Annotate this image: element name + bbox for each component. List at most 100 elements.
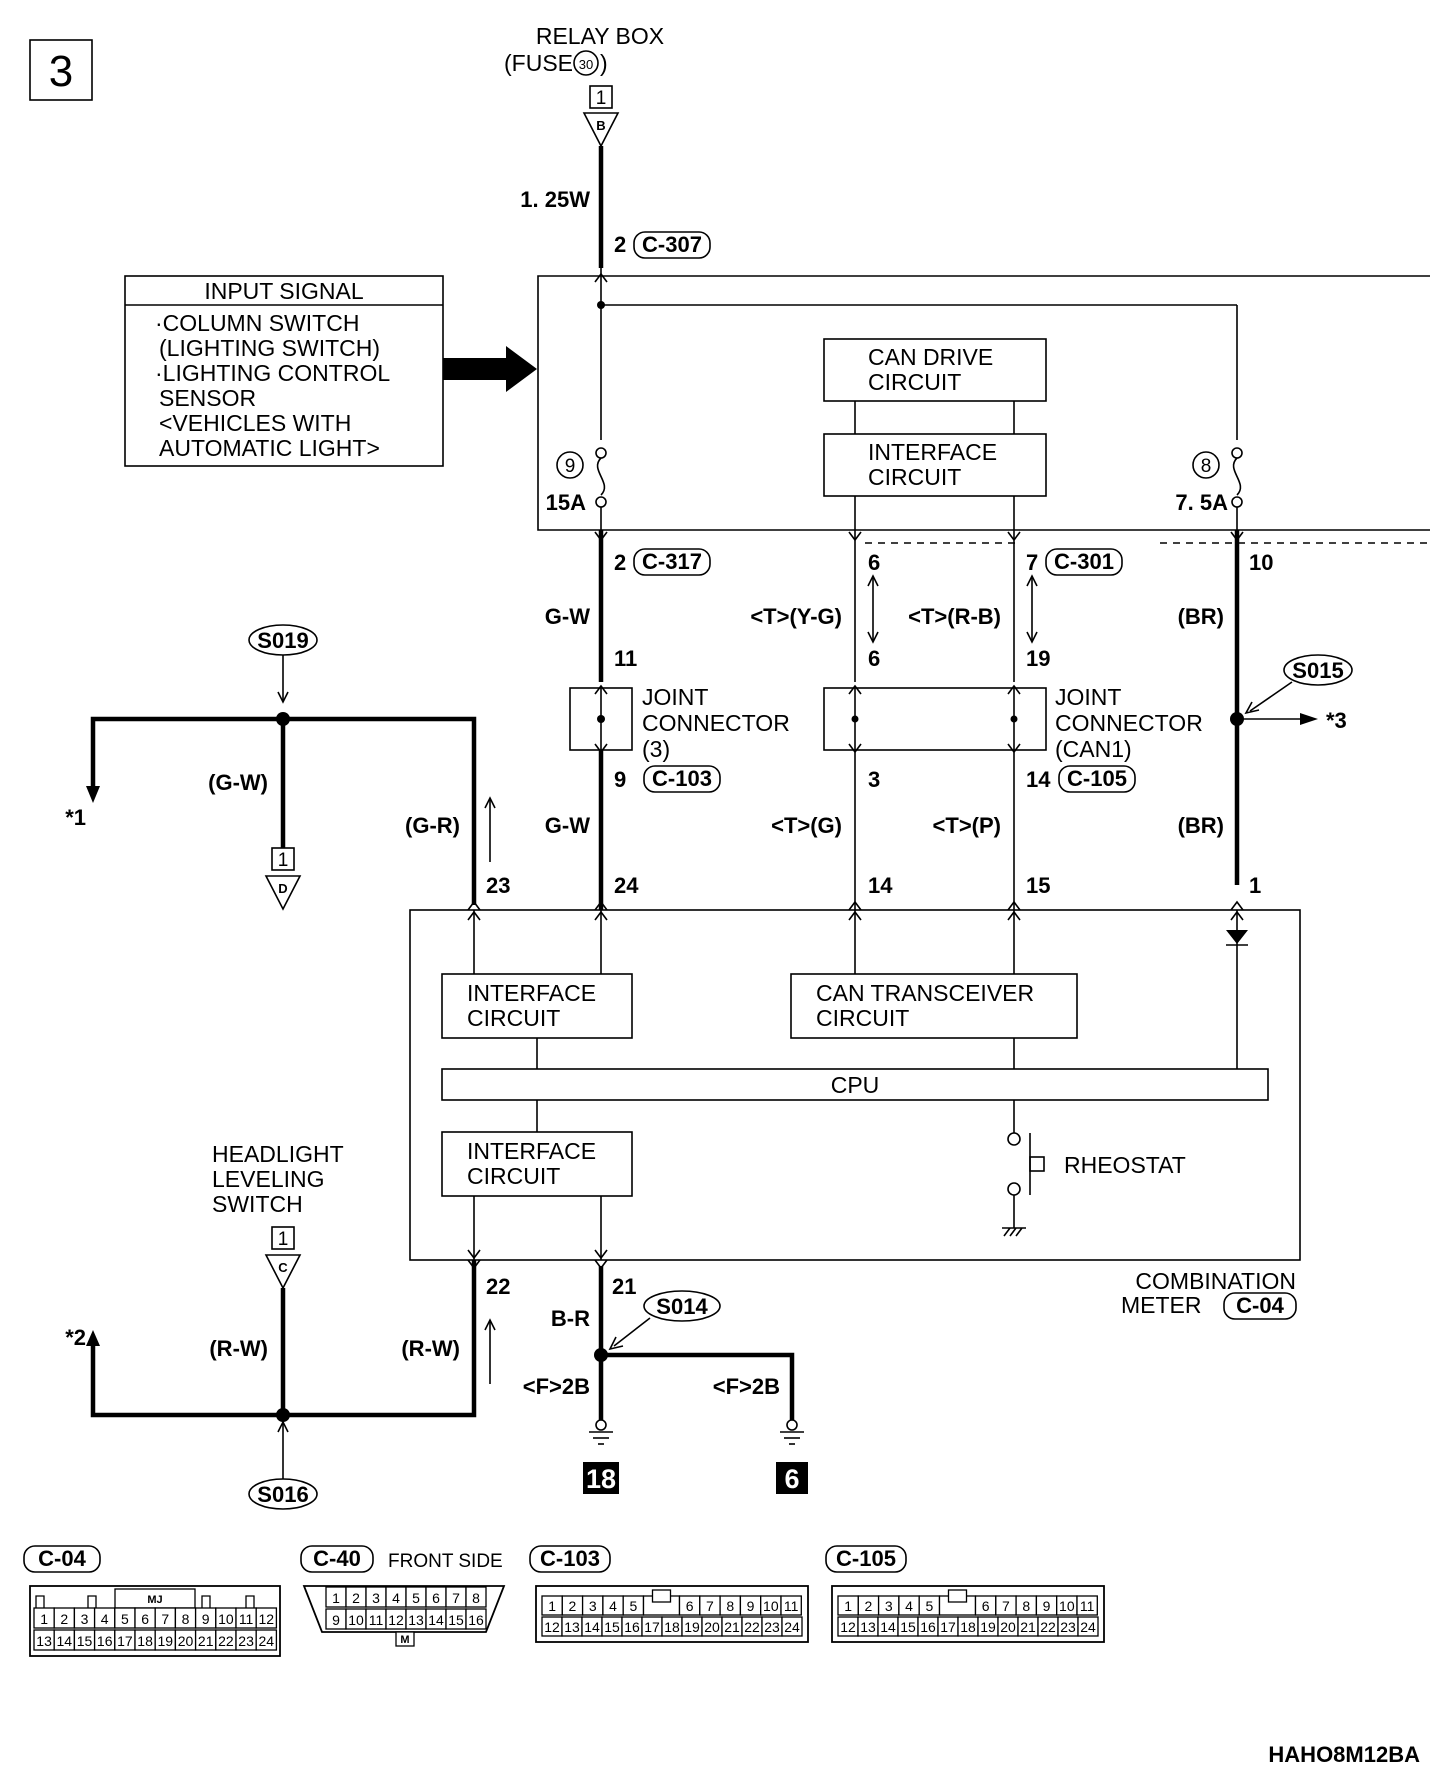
connector-pin: 2 [60,1611,68,1627]
wire-color-g-w-lower: G-W [545,813,590,838]
can1-pin-bottom: 14 [1026,767,1051,792]
can1-pin-bottom: 3 [868,767,880,792]
connector-pin: 23 [238,1633,254,1649]
connector-pin: 10 [1059,1598,1075,1614]
wire-color-br-lower: (BR) [1178,813,1224,838]
rheostat-label: RHEOSTAT [1064,1152,1186,1178]
connector-pin: 5 [629,1598,637,1614]
svg-text:INTERFACE: INTERFACE [868,439,997,465]
connector-pin: 12 [259,1611,275,1627]
connector-pin: 2 [569,1598,577,1614]
connector-pin: 14 [57,1633,73,1649]
page-number: 3 [49,47,73,96]
connector-pin: 14 [880,1619,896,1635]
svg-text:S014: S014 [656,1294,708,1319]
svg-text:6: 6 [784,1464,799,1494]
connector-pin: 24 [1080,1619,1096,1635]
ground-point-18: 18 [583,1462,619,1494]
meter-pin-1: 1 [1249,873,1261,898]
meter-pin-23: 23 [486,873,510,898]
svg-text:C: C [278,1260,288,1275]
svg-text:CIRCUIT: CIRCUIT [467,1005,560,1031]
svg-text:1: 1 [278,1229,289,1250]
connector-pin: 20 [1000,1619,1016,1635]
connector-pin: 22 [1040,1619,1056,1635]
input-signal-line: <VEHICLES WITH [159,410,351,436]
connector-pin: 11 [784,1598,799,1614]
connector-pin: 6 [432,1590,440,1606]
connector-pin: 22 [744,1619,760,1635]
connector-pin: 18 [960,1619,976,1635]
connector-pin: 9 [202,1611,210,1627]
connector-pin: 17 [644,1619,660,1635]
svg-text:C-04: C-04 [1236,1293,1284,1318]
input-signal-line: ·LIGHTING CONTROL [155,360,390,386]
connector-pin: 6 [141,1611,149,1627]
svg-text:S015: S015 [1292,658,1343,683]
terminal-d: 1 D [264,847,302,911]
c307-pin: 2 [614,232,626,257]
combination-meter-label: COMBINATION [1135,1268,1296,1294]
connector-pin: 16 [468,1612,484,1628]
fuse-8-number: 8 [1201,456,1212,477]
connector-pin: 16 [624,1619,640,1635]
wire-color-br: (BR) [1178,604,1224,629]
connector-pin: 1 [548,1598,556,1614]
connector-pin: 8 [726,1598,734,1614]
c301-pin-10: 10 [1249,550,1273,575]
joint-connector-can1 [823,687,1047,751]
connector-pin: 1 [844,1598,852,1614]
relay-box-terminal: RELAY BOX (FUSE 30 ) 1 B [504,23,664,148]
svg-text:D: D [278,881,287,896]
meter-interface-circuit-1: INTERFACE CIRCUIT [441,973,633,1039]
c103-connector-label: C-103 [643,765,721,793]
connector-pin: 9 [1043,1598,1051,1614]
svg-text:CAN DRIVE: CAN DRIVE [868,344,993,370]
connector-pin: 21 [198,1633,214,1649]
upper-unit-box [537,275,1430,531]
connector-c105-label: C-105 [825,1545,907,1573]
can1-label: (CAN1) [1055,736,1132,762]
meter-pin-15: 15 [1026,873,1050,898]
c04-connector-label: C-04 [1223,1292,1297,1320]
svg-text:CAN TRANSCEIVER: CAN TRANSCEIVER [816,980,1034,1006]
connector-pin: 24 [259,1633,275,1649]
connector-pin: 8 [472,1590,480,1606]
wire-color-r-w-right: (R-W) [401,1336,460,1361]
connector-pin: 1 [332,1590,340,1606]
connector-pin: 15 [900,1619,916,1635]
connector-pin: 7 [706,1598,714,1614]
input-signal-box: INPUT SIGNAL ·COLUMN SWITCH (LIGHTING SW… [124,275,444,467]
connector-pin: 22 [218,1633,234,1649]
input-signal-line: SENSOR [159,385,256,411]
connector-pin: 14 [584,1619,600,1635]
reference-1: *1 [65,805,86,830]
svg-text:CIRCUIT: CIRCUIT [816,1005,909,1031]
connector-pin: 21 [1020,1619,1036,1635]
connector-pin: 14 [428,1612,444,1628]
connector-pin: 3 [81,1611,89,1627]
svg-text:CPU: CPU [831,1072,880,1098]
wire-color-p: <T>(P) [933,813,1001,838]
input-signal-line: (LIGHTING SWITCH) [159,335,380,361]
relay-box-label: RELAY BOX [536,23,664,49]
svg-text:INTERFACE: INTERFACE [467,1138,596,1164]
svg-text:C-105: C-105 [1067,766,1127,791]
connector-pin: 11 [369,1612,384,1628]
signal-direction-arrow [484,1318,496,1384]
connector-pin: 15 [77,1633,93,1649]
connector-key-label: MJ [147,1594,162,1606]
splice-s014-label: S014 [643,1290,721,1322]
c307-connector-label: C-307 [633,231,711,259]
wire-color-b-r: B-R [551,1306,590,1331]
svg-text:CIRCUIT: CIRCUIT [467,1163,560,1189]
wire-color-g: <T>(G) [771,813,842,838]
interface-circuit-upper: INTERFACE CIRCUIT [823,433,1047,497]
svg-text:C-317: C-317 [642,549,702,574]
connector-pin: 23 [764,1619,780,1635]
connector-pin: 3 [372,1590,380,1606]
input-signal-line: AUTOMATIC LIGHT> [159,435,380,461]
fuse-8: 8 7. 5A [1175,447,1243,515]
